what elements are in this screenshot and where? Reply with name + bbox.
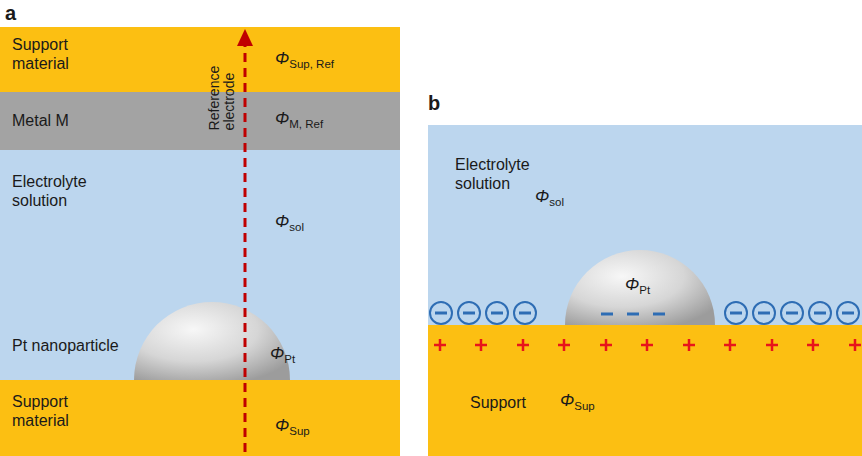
region-label: Support [470, 393, 570, 412]
sphere-shape [134, 302, 290, 380]
region-label: Support material [12, 392, 112, 430]
pt-nanoparticle: ΦPt [565, 250, 715, 325]
support-band: Support material ΦSup, Ref [0, 27, 400, 92]
pt-nanoparticle: Pt nanoparticleΦPt [134, 302, 290, 380]
region-label: Metal M [12, 111, 132, 130]
electrode-label: Reference electrode [207, 46, 238, 130]
support-band: Support materialΦSup [0, 380, 400, 456]
potential-symbol: ΦPt [625, 275, 650, 295]
electrolyte-region: Electrolyte solutionΦsolΦPt [428, 125, 862, 325]
potential-symbol: ΦSup [560, 391, 595, 411]
potential-symbol: ΦSup, Ref [275, 49, 334, 69]
potential-symbol: Φsol [535, 187, 564, 207]
support-region: SupportΦSup [428, 325, 862, 456]
region-label: Pt nanoparticle [12, 336, 119, 355]
potential-symbol: Φsol [275, 212, 304, 232]
positive-charges [434, 339, 861, 351]
potential-symbol: ΦPt [270, 344, 295, 364]
negative-charges [430, 302, 859, 324]
metal-band: Metal M ΦM, Ref [0, 92, 400, 150]
potential-symbol: ΦM, Ref [275, 109, 323, 129]
panel-letter: b [428, 92, 440, 115]
arrow-head [237, 29, 253, 46]
potential-symbol: ΦSup [275, 416, 310, 436]
panel-letter: a [5, 2, 16, 25]
reference-path [244, 44, 247, 452]
region-label: Electrolyte solution [12, 172, 112, 210]
electrolyte-band: Electrolyte solutionΦsolPt nanoparticleΦ… [0, 150, 400, 380]
particle-charges [601, 313, 665, 316]
region-label: Support material [12, 35, 112, 73]
